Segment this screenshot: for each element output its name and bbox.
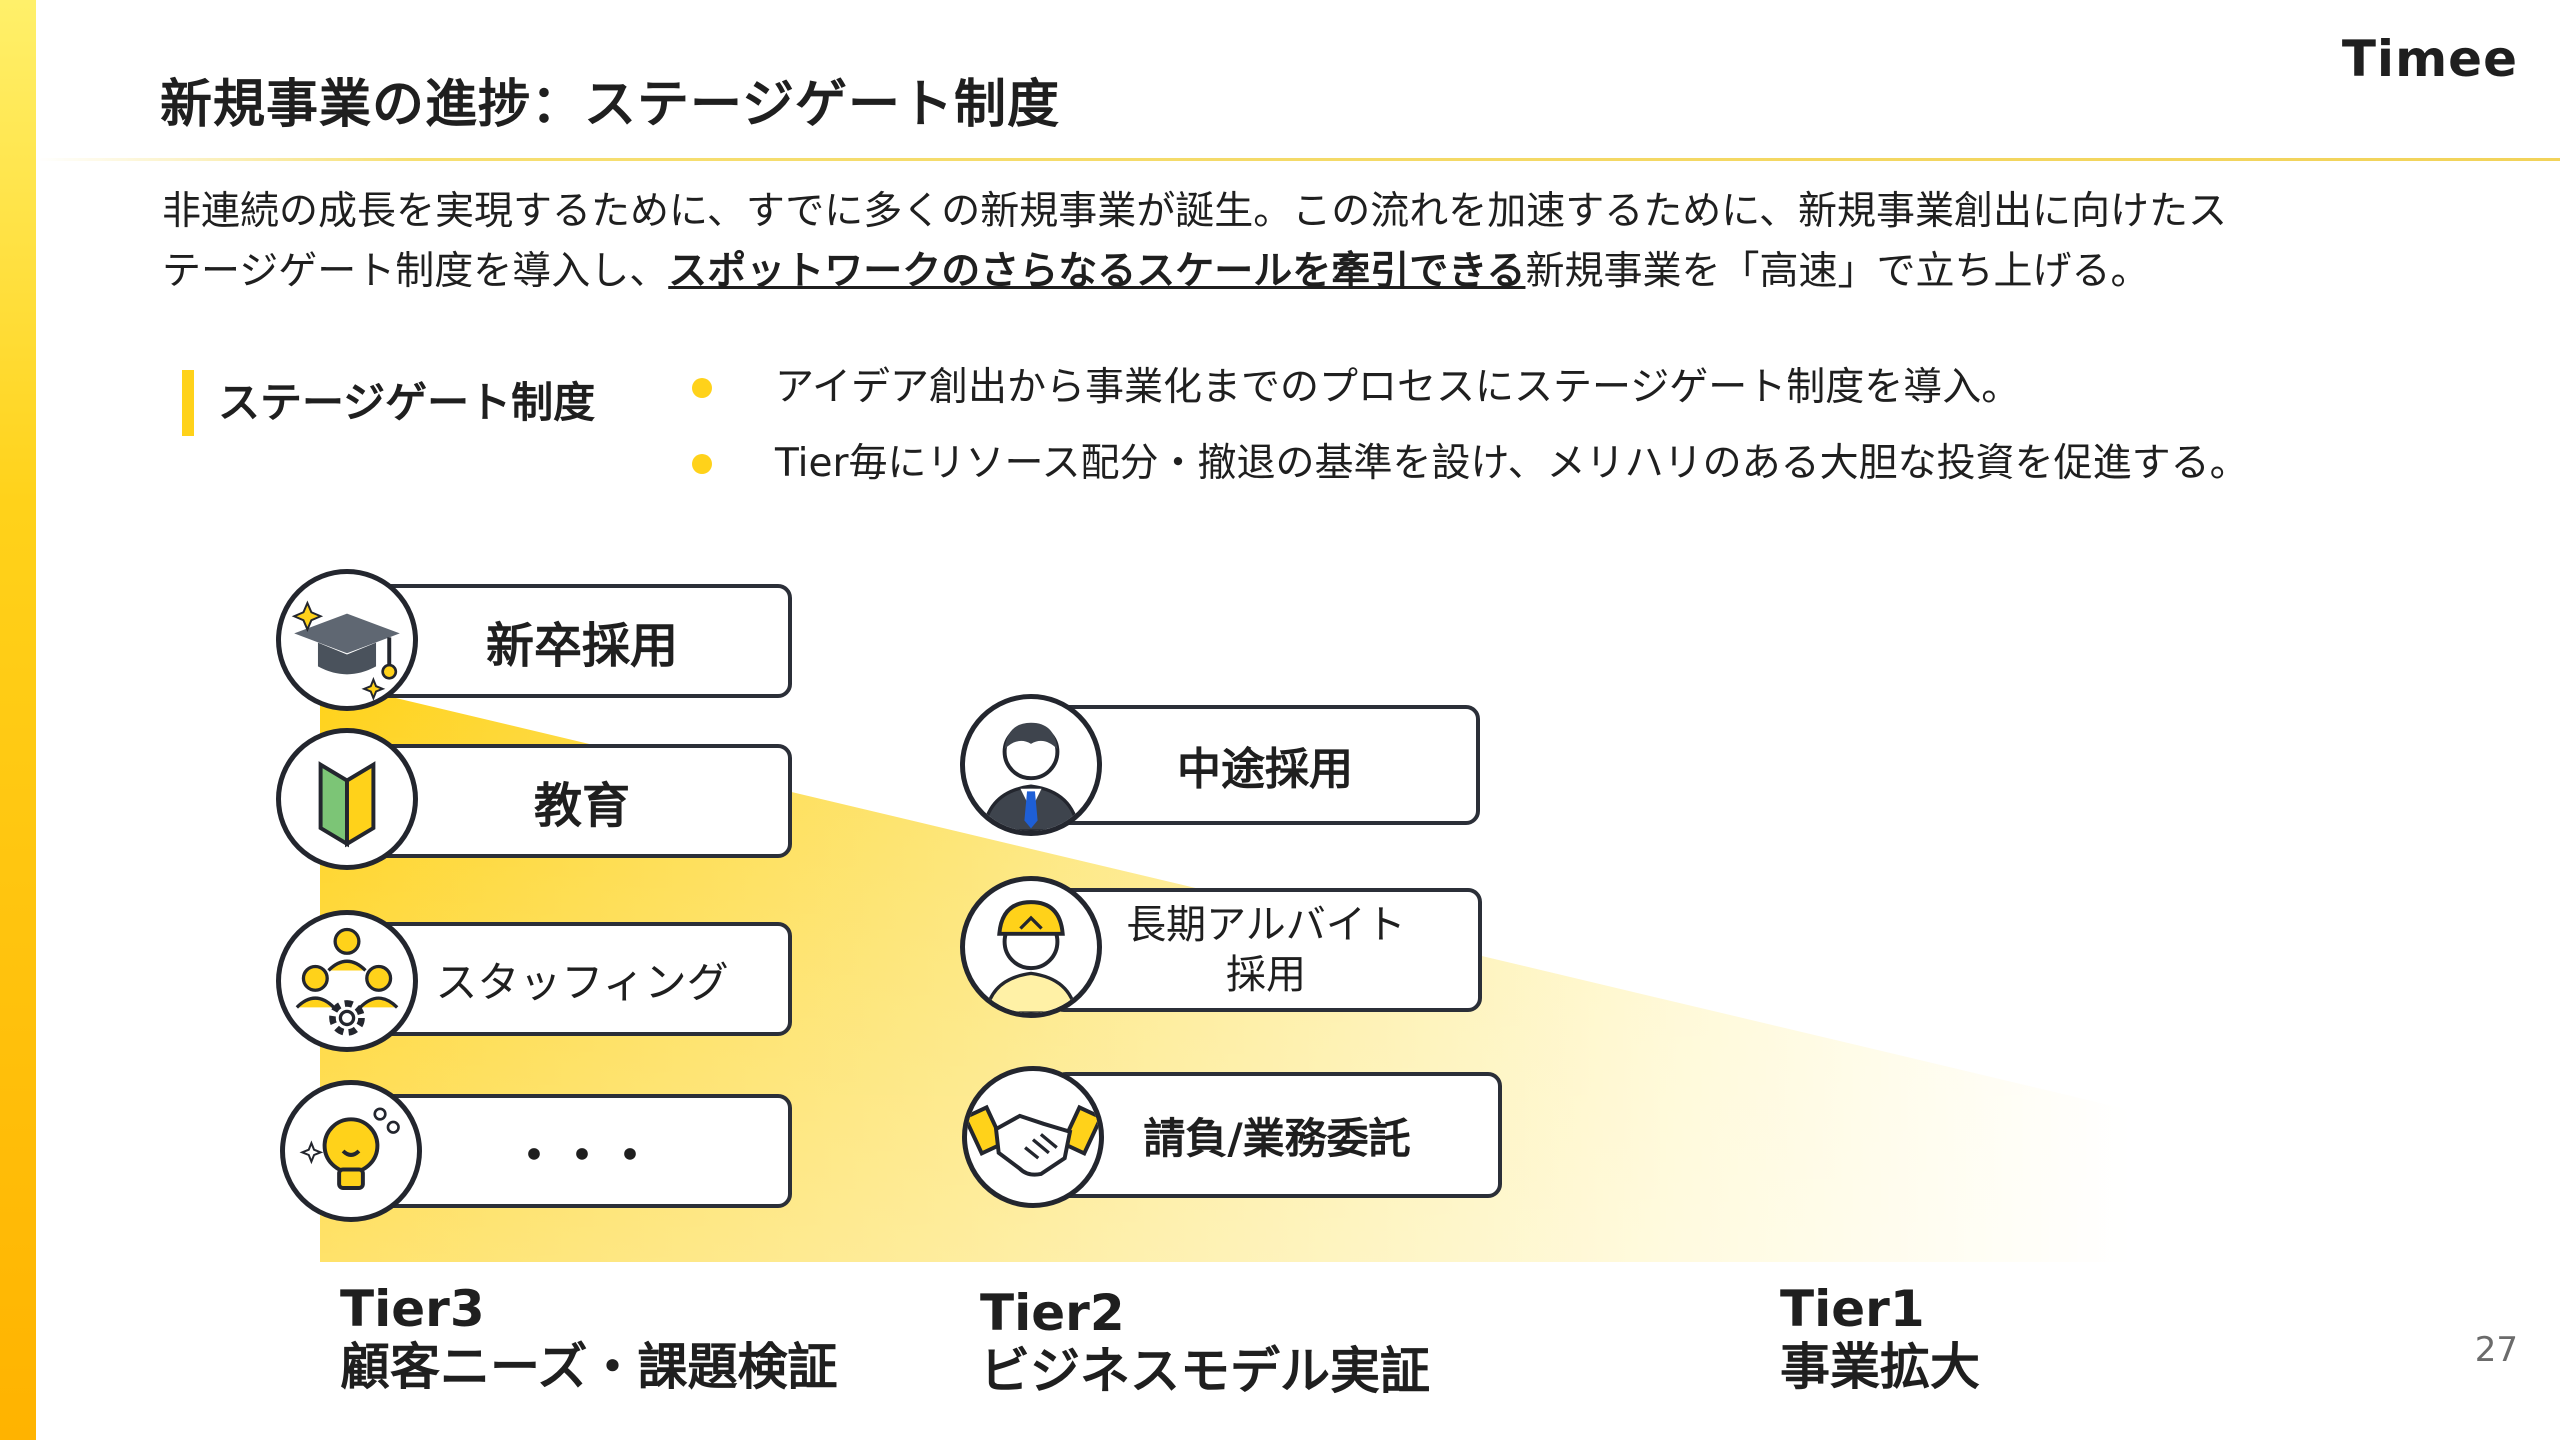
- item-long-term-part-time[interactable]: 長期アルバイト 採用: [1050, 888, 1482, 1012]
- tier1-heading: Tier1 事業拡大: [1780, 1280, 1980, 1396]
- bullet-item: アイデア創出から事業化までのプロセスにステージゲート制度を導入。: [690, 350, 2249, 426]
- worker-helmet-icon: [960, 876, 1102, 1018]
- people-gear-icon: [276, 910, 418, 1052]
- tier3-heading: Tier3 顧客ニーズ・課題検証: [340, 1280, 838, 1396]
- tier-name: Tier3: [340, 1280, 485, 1338]
- lightbulb-icon: [280, 1080, 422, 1222]
- page-number: 27: [2474, 1330, 2518, 1370]
- bullet-text: Tier毎にリソース配分・撤退の基準を設け、メリハリのある大胆な投資を促進する。: [775, 441, 2249, 486]
- item-label-line2: 採用: [1226, 952, 1306, 998]
- item-staffing[interactable]: スタッフィング: [372, 922, 792, 1036]
- item-label: ・・・: [509, 1128, 654, 1184]
- bullet-dot-icon: [692, 454, 712, 474]
- businessman-icon: [960, 694, 1102, 836]
- beginner-mark-icon: [276, 728, 418, 870]
- brand-logo: Timee: [2341, 30, 2518, 88]
- item-mid-career-hiring[interactable]: 中途採用: [1050, 705, 1480, 825]
- intro-line-1: 非連続の成長を実現するために、すでに多くの新規事業が誕生。この流れを加速するため…: [162, 189, 2228, 234]
- handshake-icon: [962, 1066, 1104, 1208]
- intro-emphasis: スポットワークのさらなるスケールを牽引できる: [668, 249, 1526, 294]
- bullet-item: Tier毎にリソース配分・撤退の基準を設け、メリハリのある大胆な投資を促進する。: [690, 426, 2249, 502]
- page-title: 新規事業の進捗：ステージゲート制度: [160, 75, 1060, 135]
- bullet-text: アイデア創出から事業化までのプロセスにステージゲート制度を導入。: [775, 365, 2021, 410]
- title-divider: [36, 158, 2560, 161]
- item-more[interactable]: ・・・: [372, 1094, 792, 1208]
- item-label: スタッフィング: [435, 957, 729, 1007]
- stage-gate-bullets: アイデア創出から事業化までのプロセスにステージゲート制度を導入。 Tier毎にリ…: [690, 350, 2249, 502]
- intro-line-2: テージゲート制度を導入し、スポットワークのさらなるスケールを牽引できる新規事業を…: [162, 242, 2462, 302]
- item-label: 新卒採用: [485, 618, 678, 674]
- tier-name: Tier1: [1780, 1280, 1925, 1338]
- item-new-grad-hiring[interactable]: 新卒採用: [372, 584, 792, 698]
- bullet-dot-icon: [692, 378, 712, 398]
- item-label: 中途採用: [1177, 744, 1353, 795]
- item-education[interactable]: 教育: [372, 744, 792, 858]
- stage-gate-label: ステージゲート制度: [182, 370, 595, 436]
- tier-description: 事業拡大: [1780, 1338, 1980, 1396]
- item-label: 請負/業務委託: [1143, 1113, 1411, 1163]
- item-contract-work[interactable]: 請負/業務委託: [1052, 1072, 1502, 1198]
- intro-text: 非連続の成長を実現するために、すでに多くの新規事業が誕生。この流れを加速するため…: [162, 182, 2462, 302]
- item-label: 教育: [533, 778, 630, 834]
- graduation-cap-icon: [276, 569, 418, 711]
- intro-line-2-pre: テージゲート制度を導入し、: [162, 249, 669, 294]
- tier2-heading: Tier2 ビジネスモデル実証: [980, 1284, 1430, 1400]
- intro-line-2-post: 新規事業を「高速」で立ち上げる。: [1525, 249, 2150, 294]
- tier-name: Tier2: [980, 1284, 1125, 1342]
- tier-description: ビジネスモデル実証: [980, 1342, 1430, 1400]
- item-label-line1: 長期アルバイト: [1126, 902, 1406, 948]
- tier-description: 顧客ニーズ・課題検証: [340, 1338, 838, 1396]
- accent-side-bar: [0, 0, 36, 1440]
